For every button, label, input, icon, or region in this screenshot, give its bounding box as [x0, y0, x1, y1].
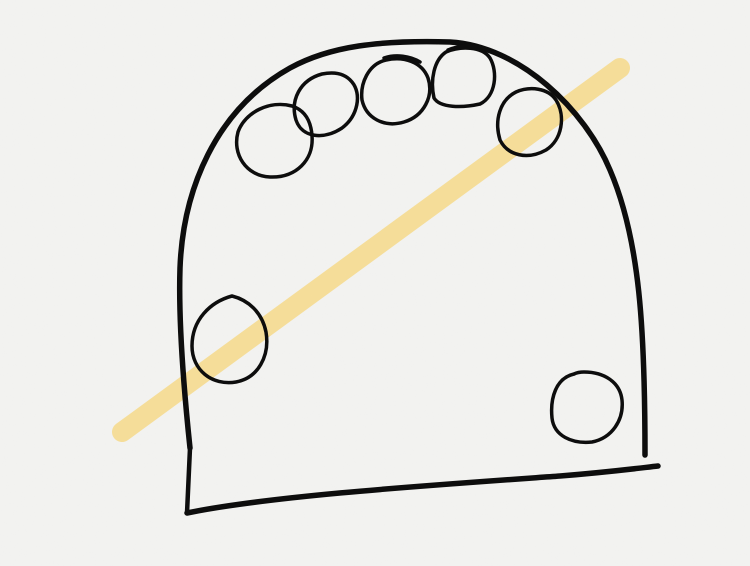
- circle-7: [549, 370, 624, 445]
- circle-3: [359, 54, 432, 126]
- dome-outline: [176, 38, 648, 458]
- highlighter-stroke: [112, 58, 630, 442]
- circle-6: [190, 294, 269, 385]
- circle-4: [430, 43, 497, 109]
- circle-2: [292, 71, 360, 138]
- circle-1: [234, 102, 314, 179]
- dome-left-leg: [184, 445, 193, 516]
- circle-5: [495, 86, 564, 158]
- dome-base-line: [184, 463, 661, 516]
